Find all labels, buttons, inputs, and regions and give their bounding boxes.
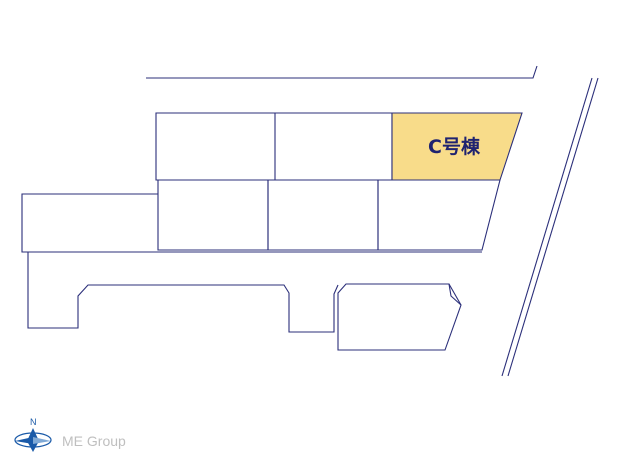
compass-wing-left bbox=[15, 437, 33, 444]
access-road-outline bbox=[22, 251, 339, 333]
road-edge-right-outer bbox=[507, 77, 599, 377]
road-edge-right-inner bbox=[501, 77, 593, 377]
brand-name: ME Group bbox=[62, 433, 126, 449]
lot-middle-left bbox=[157, 180, 269, 251]
lot-lower-right bbox=[337, 283, 462, 351]
lot-top-middle bbox=[275, 112, 393, 181]
compass-wing-right bbox=[33, 437, 51, 444]
lot-c-label: C号棟 bbox=[428, 135, 481, 158]
compass-north-label: N bbox=[30, 417, 37, 427]
lot-lower-right-notch bbox=[448, 283, 462, 306]
north-arrow-compass-icon: N bbox=[14, 417, 52, 452]
lot-top-left bbox=[155, 112, 276, 181]
lot-left bbox=[21, 193, 158, 253]
road-edge-top bbox=[146, 65, 538, 79]
lot-middle-center bbox=[267, 180, 379, 251]
lot-middle-right bbox=[377, 179, 501, 251]
